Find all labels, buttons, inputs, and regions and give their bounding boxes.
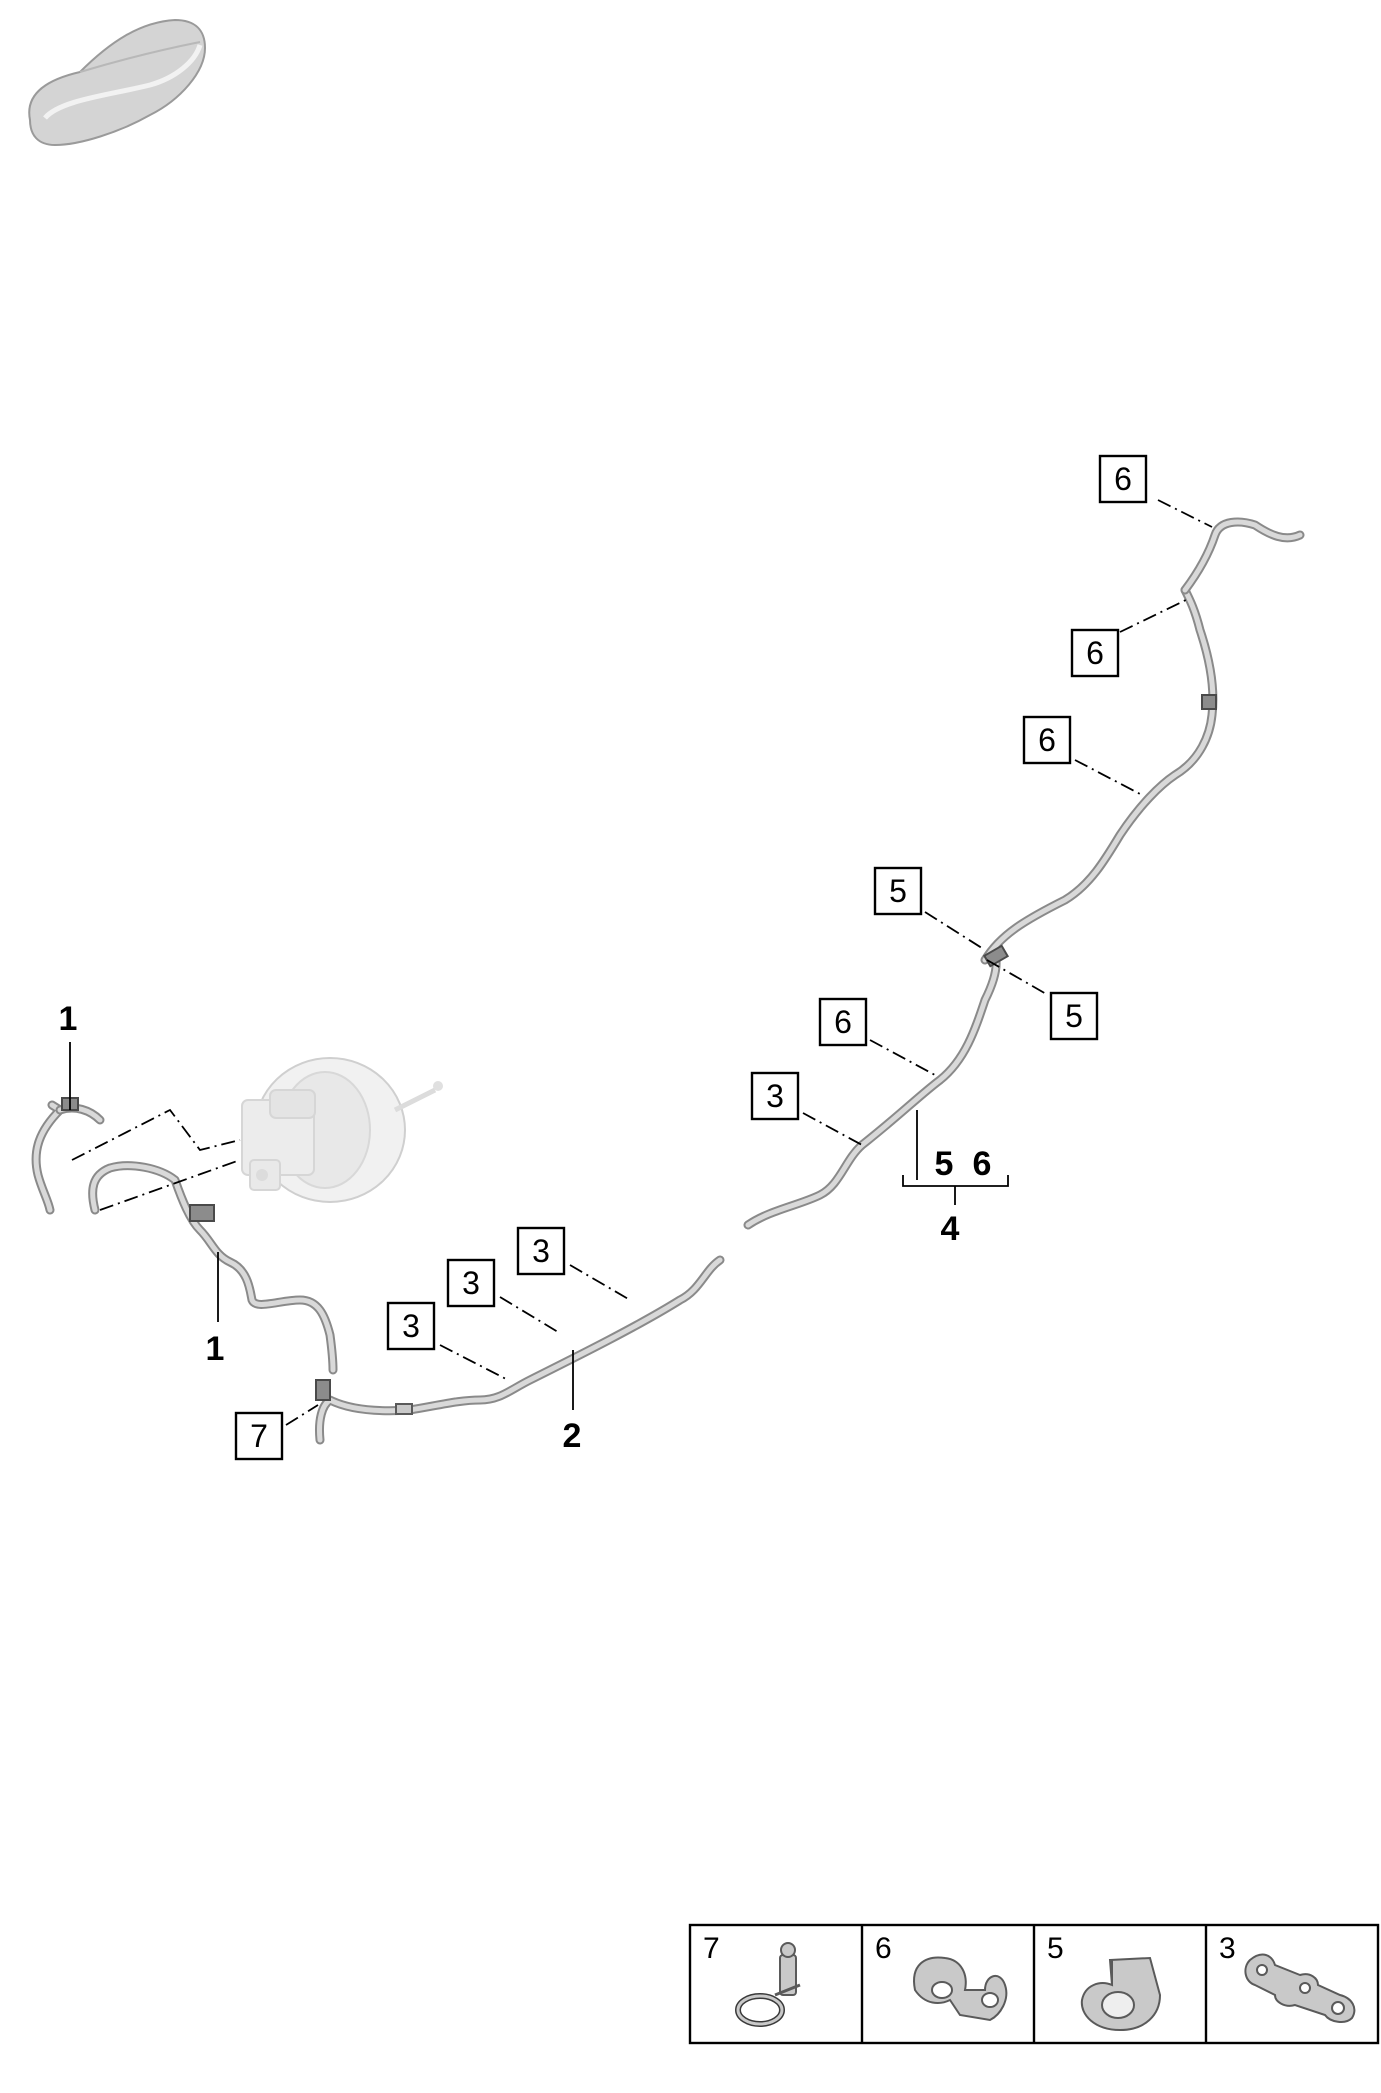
svg-text:1: 1 bbox=[206, 1330, 225, 1368]
callout-5-lower: 5 bbox=[986, 959, 1099, 1041]
svg-text:6: 6 bbox=[973, 1145, 992, 1183]
car-silhouette-icon bbox=[28, 18, 207, 147]
svg-text:3: 3 bbox=[1219, 1932, 1236, 1965]
brake-line-rear bbox=[743, 517, 1305, 1230]
callout-3-front-lower: 3 bbox=[386, 1301, 509, 1381]
legend-item-6: 6 bbox=[875, 1932, 1008, 2022]
single-pipe-clip-icon bbox=[1080, 1956, 1162, 2032]
svg-text:3: 3 bbox=[462, 1265, 480, 1301]
svg-text:3: 3 bbox=[766, 1078, 784, 1114]
brake-line-front bbox=[315, 1255, 725, 1445]
label-2: 2 bbox=[563, 1350, 582, 1455]
legend-item-5: 5 bbox=[1047, 1932, 1162, 2032]
svg-text:3: 3 bbox=[402, 1308, 420, 1344]
legend-item-3: 3 bbox=[1219, 1932, 1356, 2023]
brake-hose-lower bbox=[88, 1161, 338, 1375]
svg-text:5: 5 bbox=[889, 873, 907, 909]
double-pipe-clip-icon bbox=[913, 1956, 1008, 2022]
callout-6-top: 6 bbox=[1098, 454, 1213, 528]
svg-text:3: 3 bbox=[532, 1233, 550, 1269]
svg-text:7: 7 bbox=[703, 1932, 720, 1965]
svg-text:6: 6 bbox=[1114, 461, 1132, 497]
brake-booster-icon bbox=[241, 1057, 443, 1203]
label-1-bottom: 1 bbox=[206, 1252, 225, 1368]
svg-text:4: 4 bbox=[941, 1210, 960, 1248]
callout-6-third: 6 bbox=[1022, 715, 1143, 796]
callout-6-fourth: 6 bbox=[818, 997, 936, 1076]
hose-clamp-clip-icon bbox=[735, 1942, 801, 2027]
legend-item-7: 7 bbox=[703, 1932, 801, 2027]
callout-5-upper: 5 bbox=[873, 866, 986, 951]
svg-text:6: 6 bbox=[1038, 722, 1056, 758]
svg-text:5: 5 bbox=[935, 1145, 954, 1183]
svg-text:1: 1 bbox=[59, 1000, 78, 1038]
svg-text:5: 5 bbox=[1047, 1932, 1064, 1965]
parts-legend: 7 6 5 bbox=[688, 1923, 1380, 2045]
svg-text:6: 6 bbox=[875, 1932, 892, 1965]
callout-3-rear: 3 bbox=[750, 1071, 863, 1146]
svg-text:2: 2 bbox=[563, 1417, 582, 1455]
callout-3-front-middle: 3 bbox=[446, 1258, 559, 1333]
svg-text:6: 6 bbox=[1086, 635, 1104, 671]
callout-7: 7 bbox=[234, 1404, 319, 1461]
callout-3-front-upper: 3 bbox=[516, 1226, 631, 1301]
multi-pipe-clip-icon bbox=[1244, 1953, 1356, 2023]
svg-text:5: 5 bbox=[1065, 998, 1083, 1034]
callout-6-second: 6 bbox=[1070, 597, 1191, 678]
brake-hose-upper bbox=[31, 1097, 105, 1215]
svg-text:6: 6 bbox=[834, 1004, 852, 1040]
label-group-4: 5 6 4 bbox=[902, 1110, 1009, 1248]
label-1-top: 1 bbox=[59, 1000, 78, 1110]
svg-text:7: 7 bbox=[250, 1418, 268, 1454]
